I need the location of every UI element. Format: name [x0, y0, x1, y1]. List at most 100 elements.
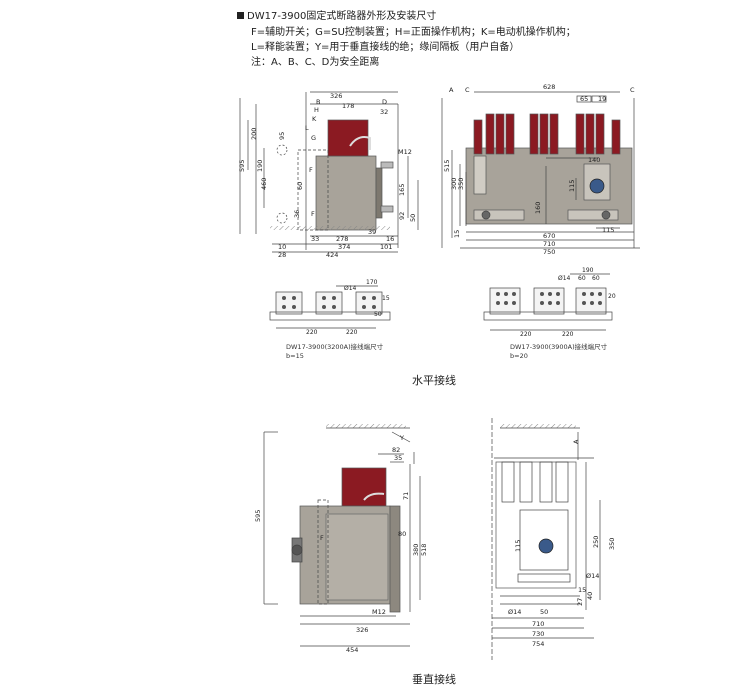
dim-35: 35 [394, 454, 402, 462]
title-text: DW17-3900固定式断路器外形及安装尺寸 [247, 11, 437, 22]
dim-115-v: 115 [568, 180, 576, 192]
dim-92: 92 [398, 212, 406, 220]
letter-b: B [316, 98, 320, 106]
dim-27: 27 [576, 598, 584, 606]
letter-f-v: F [320, 534, 324, 542]
letter-f1: F [309, 166, 313, 174]
dim-dia14-vf2: Ø14 [586, 572, 599, 580]
dim-670: 670 [543, 232, 555, 240]
legend-line-1: F=辅助开关；G=SU控制装置；H=正面操作机构；K=电动机操作机构； [251, 27, 576, 38]
letter-h: H [314, 106, 319, 114]
dim-50: 50 [409, 214, 417, 222]
dim-101: 101 [380, 243, 392, 251]
dim-71: 71 [402, 492, 410, 500]
caption-right-b: b=20 [510, 352, 528, 360]
page-title: DW17-3900固定式断路器外形及安装尺寸 [237, 10, 436, 24]
dim-60-b: 60 [592, 275, 600, 282]
dim-595: 595 [238, 160, 246, 172]
dim-220-c: 220 [520, 331, 532, 338]
dim-350-v: 350 [608, 538, 616, 550]
dim-15: 15 [453, 230, 461, 238]
dim-300: 300 [450, 178, 458, 190]
dim-50-vf: 50 [540, 608, 548, 616]
dim-dia14: Ø14 [344, 285, 357, 292]
dim-454: 454 [346, 646, 358, 654]
side-dims-text: 326 178 32 B D H K L G F F 595 200 190 4… [238, 92, 417, 259]
dim-65: 65 [580, 95, 588, 103]
section-horizontal-label: 水平接线 [412, 374, 456, 387]
dim-326: 326 [330, 92, 342, 100]
dim-710-v: 710 [532, 620, 544, 628]
letter-d: D [382, 98, 387, 106]
caption-right-model: DW17-3900(3900A)接线端尺寸 [510, 343, 608, 351]
dim-220-b: 220 [346, 329, 358, 336]
dim-10: 10 [278, 243, 286, 251]
dim-82: 82 [392, 446, 400, 454]
front-view-vertical [491, 418, 601, 660]
dim-95: 95 [278, 132, 286, 140]
bullet-square-icon [237, 12, 244, 19]
dim-16: 16 [386, 235, 394, 243]
caption-left-model: DW17-3900(3200A)接线端尺寸 [286, 343, 384, 351]
dim-424: 424 [326, 251, 338, 259]
dim-50: 50 [374, 311, 382, 318]
dim-220-a: 220 [306, 329, 318, 336]
dim-28: 28 [278, 251, 286, 259]
dim-33: 33 [311, 235, 319, 243]
dim-15: 15 [382, 295, 390, 302]
dim-160: 160 [534, 202, 542, 214]
letter-a-v: A [572, 439, 580, 444]
terminal-right-holes [496, 292, 602, 305]
dim-190: 190 [582, 267, 594, 274]
dim-39: 39 [368, 228, 376, 236]
dim-278: 278 [336, 235, 348, 243]
dim-595-v: 595 [254, 510, 262, 522]
dim-40: 40 [586, 592, 594, 600]
dim-710: 710 [543, 240, 555, 248]
dim-750: 750 [543, 248, 555, 256]
dim-19: 19 [598, 95, 606, 103]
dim-115-h: 115 [602, 226, 614, 234]
dim-730: 730 [532, 630, 544, 638]
terminal-left-holes [282, 296, 376, 309]
dim-250: 250 [592, 536, 600, 548]
dim-165: 165 [398, 184, 406, 196]
dim-80: 80 [398, 530, 406, 538]
dim-515: 515 [443, 160, 451, 172]
letter-l: L [305, 124, 309, 132]
dim-m12-v: M12 [372, 608, 386, 616]
letter-c1: C [465, 86, 470, 94]
letter-a: A [449, 86, 454, 94]
letter-k: K [312, 115, 317, 123]
dim-15-vf: 15 [578, 586, 586, 594]
dim-350: 350 [457, 178, 465, 190]
dim-754: 754 [532, 640, 544, 648]
dim-380: 380 [412, 544, 420, 556]
dim-140: 140 [588, 156, 600, 164]
legend-note: 注：A、B、C、D为安全距离 [251, 57, 380, 68]
dim-60: 60 [296, 182, 304, 190]
letter-y: Y [399, 434, 404, 442]
caption-left-b: b=15 [286, 352, 304, 360]
section-vertical-label: 垂直接线 [412, 673, 456, 686]
letter-c2: C [630, 86, 635, 94]
side-view-vertical [263, 424, 421, 647]
dim-190: 190 [256, 160, 264, 172]
dim-374: 374 [338, 243, 350, 251]
dim-20: 20 [608, 293, 616, 300]
dim-200: 200 [250, 128, 258, 140]
dim-dia14-vf: Ø14 [508, 608, 521, 616]
side-view-horizontal [239, 91, 419, 253]
dim-220-d: 220 [562, 331, 574, 338]
dim-m12: M12 [398, 148, 412, 156]
dim-170: 170 [366, 279, 378, 286]
dim-36: 36 [293, 210, 301, 218]
legend-line-2: L=释能装置；Y=用于垂直接线的绝；缘间隔板（用户自备） [251, 42, 520, 53]
letter-g: G [311, 134, 316, 142]
front-view-horizontal [441, 91, 640, 249]
dim-dia14-r: Ø14 [558, 275, 571, 282]
terminal-left-dims: 170 Ø14 15 50 220 220 [306, 279, 390, 336]
terminal-right-dims: 190 60 60 Ø14 20 220 220 [520, 267, 616, 338]
dim-32: 32 [380, 108, 388, 116]
